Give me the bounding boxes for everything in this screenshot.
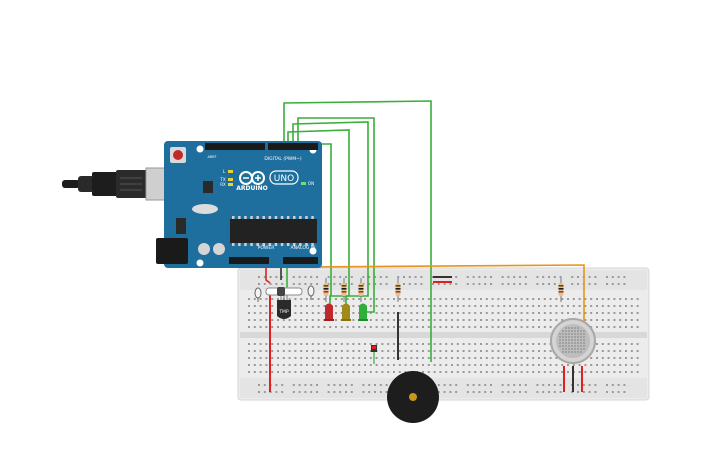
l-label: L (223, 169, 226, 174)
piezo-buzzer[interactable] (387, 371, 439, 423)
on-led (301, 182, 306, 185)
usb-cable[interactable] (62, 167, 169, 201)
l-led (228, 170, 233, 173)
resistor[interactable] (558, 278, 564, 302)
small-led-indicator[interactable] (371, 345, 377, 364)
breadboard-center-channel (240, 332, 647, 338)
usb-chip (203, 181, 213, 193)
thermistor-left[interactable] (254, 287, 262, 302)
arduino-logo-text: ARDUINO (236, 185, 267, 192)
thermistor-right[interactable] (307, 285, 315, 300)
led-yellow[interactable] (341, 303, 351, 322)
power-label: POWER (258, 245, 275, 251)
dc-power-jack (156, 238, 188, 264)
atmega-chip (230, 219, 317, 243)
uno-badge (269, 170, 299, 185)
breadboard-holes (248, 276, 639, 393)
wire-buzzer (283, 100, 432, 362)
wire-led-green (297, 117, 375, 313)
breadboard-top-rail (240, 270, 647, 290)
resistor[interactable] (358, 278, 364, 302)
resistor[interactable] (323, 278, 329, 302)
analog-header (283, 257, 318, 264)
rx-led (228, 183, 233, 186)
aref-label: AREF (207, 155, 216, 159)
tx-led (228, 178, 233, 181)
arduino-uno-board[interactable]: UNO ARDUINO DIGITAL (PWM~) POWER ANALOG … (156, 141, 322, 268)
breadboard-bottom-rail (240, 378, 647, 398)
arduino-logo (239, 171, 265, 185)
power-header (229, 257, 269, 264)
rx-label: RX (220, 182, 226, 187)
digital-header-left (205, 143, 265, 150)
uno-model-text: UNO (274, 174, 294, 184)
resistors (323, 278, 564, 302)
capacitor-2 (213, 243, 225, 255)
breadboard[interactable] (237, 267, 650, 401)
digital-pwm-label: DIGITAL (PWM~) (264, 156, 302, 162)
on-label: ON (308, 181, 314, 186)
tx-label: TX (219, 177, 225, 182)
gas-sensor[interactable] (550, 318, 596, 364)
led-green[interactable] (358, 303, 368, 322)
led-red[interactable] (324, 303, 334, 322)
reset-button[interactable] (170, 147, 186, 163)
slide-switch[interactable] (265, 287, 303, 296)
gas-sensor-mesh (559, 327, 585, 353)
wire-led-yellow (292, 121, 369, 312)
capacitor-1 (198, 243, 210, 255)
resistor[interactable] (395, 278, 401, 302)
voltage-regulator (176, 218, 186, 234)
crystal (192, 204, 218, 214)
resistor[interactable] (341, 278, 347, 302)
wire-led-red (287, 129, 350, 312)
temp-sensor-label: TMP (278, 309, 289, 315)
digital-header-right (268, 143, 318, 150)
analog-in-label: ANALOG IN (290, 245, 315, 251)
atmega-chip-pins (232, 216, 314, 246)
